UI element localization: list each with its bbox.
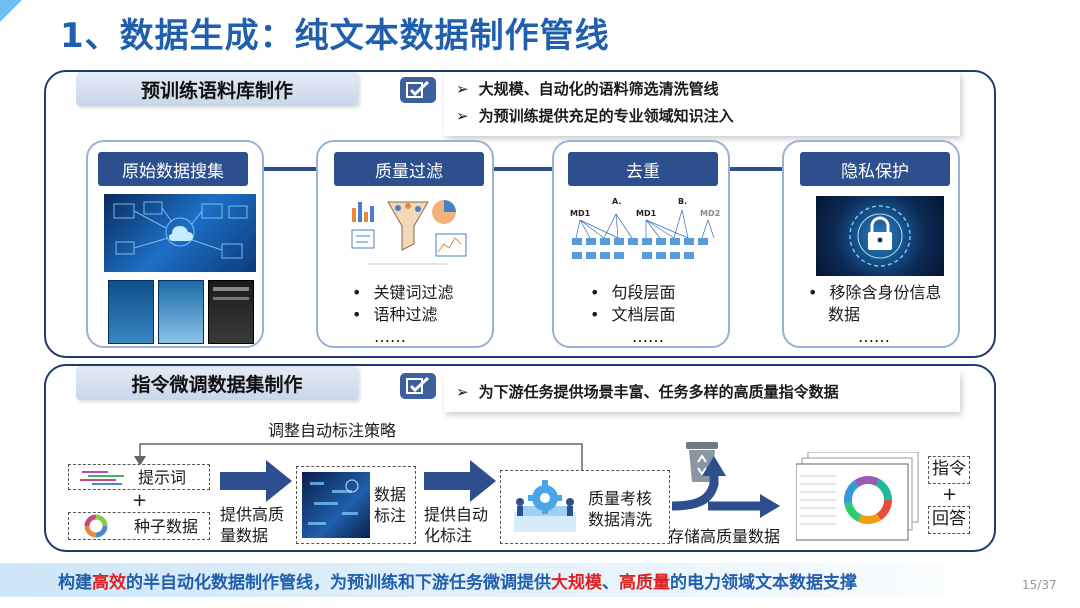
privacy-list: 移除含身份信息数据 …… <box>808 282 948 348</box>
plus-sign-2: + <box>942 484 958 505</box>
big-arrow-2 <box>424 460 496 502</box>
flow-arrow-2 <box>484 167 552 171</box>
book-cover-1 <box>108 280 154 344</box>
step-title-quality-filter: 质量过滤 <box>334 152 484 186</box>
flow-arrow-3 <box>718 167 784 171</box>
auto-annotate-label: 提供自动 化标注 <box>424 505 489 545</box>
dedup-label-md1: MD1 <box>636 209 657 218</box>
highlight-high-quality: 高质量 <box>619 572 670 593</box>
checklist-icon <box>400 77 436 103</box>
plus-sign: + <box>132 490 148 511</box>
dedup-label-b: B. <box>678 197 687 206</box>
highlight-large-scale: 大规模 <box>551 572 602 593</box>
list-item: 句段层面 <box>590 282 675 304</box>
page-number: 15/37 <box>1022 578 1057 592</box>
list-item: 移除含身份信息数据 <box>808 282 948 326</box>
quality-check-label: 质量考核 数据清洗 <box>588 489 653 529</box>
corner-decoration-light <box>0 0 22 22</box>
split-flow-arrow <box>672 456 780 518</box>
dashboard-image <box>795 451 920 542</box>
page-title: 1、数据生成：纯文本数据制作管线 <box>60 16 610 56</box>
feedback-label: 调整自动标注策略 <box>268 421 397 440</box>
dedup-label-md2: MD2 <box>700 209 720 218</box>
network-data-image <box>104 194 256 272</box>
list-ellipsis: …… <box>632 327 664 346</box>
pretrain-bullets: ➢大规模、自动化的语料筛选清洗管线 ➢为预训练提供充足的专业领域知识注入 <box>444 72 960 136</box>
step-title-dedup: 去重 <box>568 152 718 186</box>
prompt-label: 提示词 <box>138 468 187 487</box>
list-ellipsis: …… <box>374 327 406 346</box>
privacy-lock-image <box>816 196 944 276</box>
quality-filter-list: 关键词过滤 语种过滤 …… <box>352 282 453 348</box>
instruct-bullets: ➢为下游任务提供场景丰富、任务多样的高质量指令数据 <box>444 372 960 412</box>
annotation-image <box>302 472 370 538</box>
book-cover-3 <box>208 280 254 344</box>
list-item: 语种过滤 <box>352 304 453 326</box>
summary-banner: 构建高效的半自动化数据制作管线，为预训练和下游任务微调提供大规模、高质量的电力领… <box>0 563 1020 597</box>
book-cover-2 <box>158 280 204 344</box>
step-title-collection: 原始数据搜集 <box>98 152 248 186</box>
answer-label: 回答 <box>932 509 966 529</box>
list-item: 关键词过滤 <box>352 282 453 304</box>
instruct-section-title: 指令微调数据集制作 <box>76 366 358 400</box>
flow-arrow-1 <box>248 167 318 171</box>
answer-box <box>928 506 970 534</box>
quality-gear-image <box>506 476 584 538</box>
list-ellipsis: …… <box>858 327 890 346</box>
instruction-label: 指令 <box>932 459 966 479</box>
dedup-label-md1: MD1 <box>570 209 591 218</box>
seed-label: 种子数据 <box>134 517 199 536</box>
pretrain-section-title: 预训练语料库制作 <box>76 72 358 106</box>
big-arrow-1 <box>220 460 292 502</box>
step-title-privacy: 隐私保护 <box>800 152 950 186</box>
pretrain-bullet-2: ➢为预训练提供充足的专业领域知识注入 <box>456 107 734 125</box>
store-label: 存储高质量数据 <box>668 527 781 546</box>
dedup-label-a: A. <box>612 197 621 206</box>
prompt-wordcloud-icon <box>78 468 130 486</box>
pretrain-bullet-1: ➢大规模、自动化的语料筛选清洗管线 <box>456 80 719 98</box>
quality-filter-illustration <box>348 194 472 270</box>
dedup-diagram: A. B. MD1 MD1 MD2 <box>566 194 722 272</box>
instruction-box <box>928 456 970 484</box>
provide-data-label: 提供高质 量数据 <box>220 505 285 545</box>
highlight-efficient: 高效 <box>92 572 126 593</box>
list-item: 文档层面 <box>590 304 675 326</box>
dedup-list: 句段层面 文档层面 …… <box>590 282 675 348</box>
annotation-label: 数据 标注 <box>374 485 407 525</box>
checklist-icon <box>400 373 436 399</box>
seed-donut-icon <box>84 514 108 538</box>
instruct-bullet: ➢为下游任务提供场景丰富、任务多样的高质量指令数据 <box>456 383 839 401</box>
